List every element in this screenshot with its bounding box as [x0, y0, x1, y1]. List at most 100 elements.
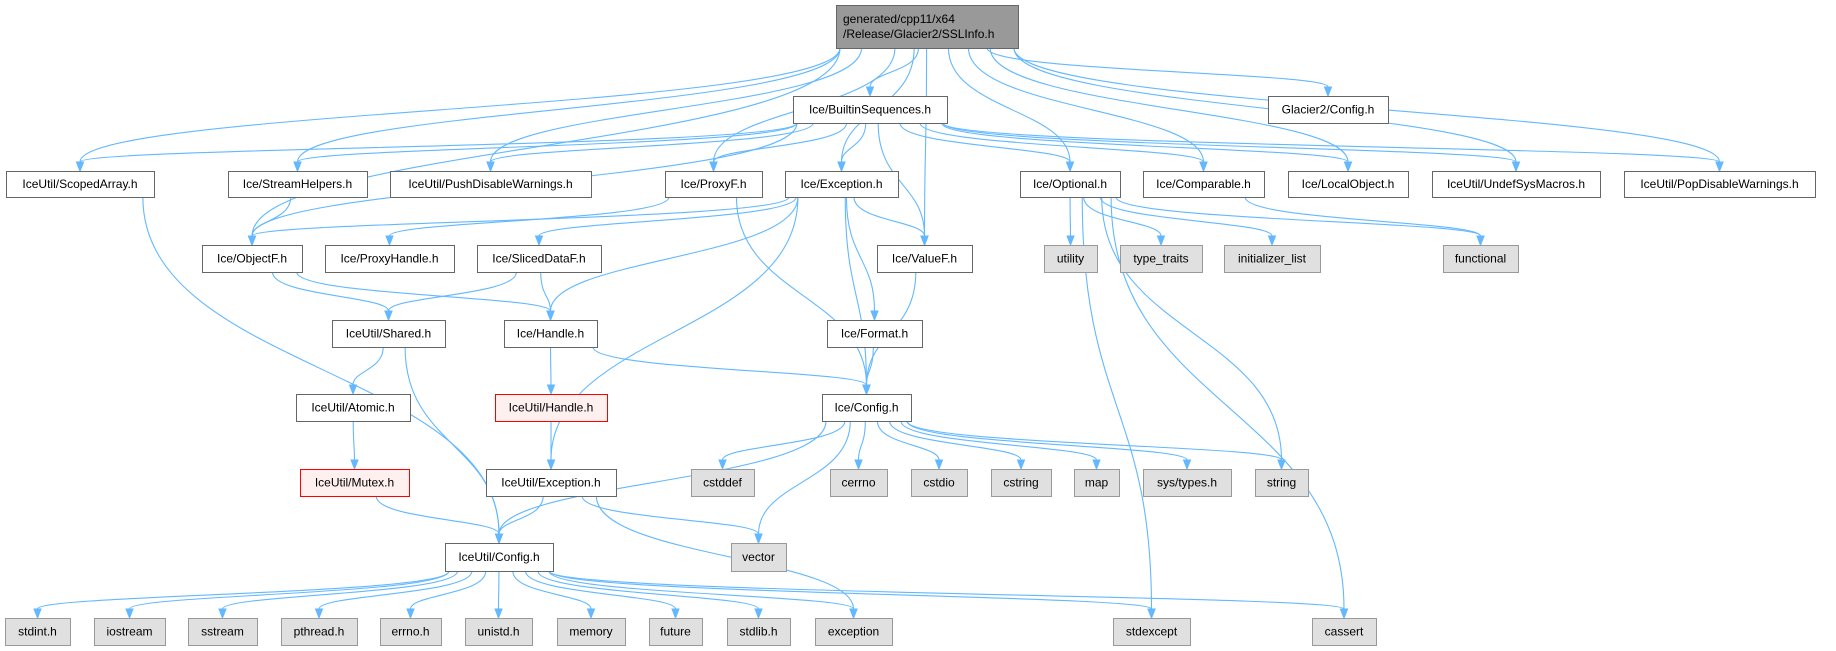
- node-undefsys[interactable]: IceUtil/UndefSysMacros.h: [1432, 171, 1601, 198]
- arrowhead-icon: [1343, 161, 1353, 173]
- node-cstring: cstring: [991, 469, 1052, 497]
- node-label: IceUtil/Shared.h: [346, 327, 431, 341]
- edge-line: [721, 420, 846, 461]
- node-popdisable[interactable]: IceUtil/PopDisableWarnings.h: [1624, 171, 1816, 198]
- node-localobject[interactable]: Ice/LocalObject.h: [1288, 171, 1409, 198]
- edge-line: [271, 271, 390, 312]
- node-exception_ice[interactable]: Ice/Exception.h: [785, 171, 899, 198]
- edge-line: [942, 122, 1517, 163]
- node-label: Ice/ProxyHandle.h: [340, 252, 438, 266]
- node-pushdisable[interactable]: IceUtil/PushDisableWarnings.h: [390, 171, 592, 198]
- arrowhead-icon: [718, 459, 727, 471]
- arrowhead-icon: [546, 310, 555, 322]
- edge-line: [735, 196, 868, 386]
- edge-line: [889, 420, 1022, 461]
- edge-atomic-to-mutex: [350, 420, 359, 471]
- node-label: future: [660, 625, 691, 639]
- node-box: [1143, 171, 1265, 198]
- arrowhead-icon: [75, 161, 85, 173]
- edge-line: [592, 346, 868, 386]
- edge-line: [489, 122, 814, 163]
- node-glacierconfig[interactable]: Glacier2/Config.h: [1268, 96, 1389, 124]
- node-utility: utility: [1044, 245, 1098, 273]
- node-box: [1288, 171, 1409, 198]
- edge-builtin-to-localobject: [941, 122, 1353, 173]
- edge-shared-to-atomic: [348, 346, 384, 396]
- edge-sliceddataf-to-shared: [384, 271, 517, 322]
- edge-builtin-to-popdisable: [942, 122, 1724, 173]
- edge-line: [844, 196, 868, 386]
- node-stdexcept: stdexcept: [1113, 618, 1191, 646]
- node-iostream: iostream: [94, 618, 166, 646]
- node-memory: memory: [557, 618, 626, 646]
- node-format[interactable]: Ice/Format.h: [827, 320, 923, 348]
- node-errno: errno.h: [380, 618, 442, 646]
- arrowhead-icon: [486, 161, 495, 173]
- node-label: pthread.h: [294, 625, 345, 639]
- node-config_ice[interactable]: Ice/Config.h: [822, 394, 912, 422]
- node-box: [94, 618, 166, 646]
- node-mutex[interactable]: IceUtil/Mutex.h: [300, 469, 410, 497]
- node-box: [1443, 245, 1519, 273]
- node-handle_util[interactable]: IceUtil/Handle.h: [495, 394, 608, 422]
- node-proxyf[interactable]: Ice/ProxyF.h: [665, 171, 763, 198]
- edge-line: [498, 420, 827, 535]
- node-config_util[interactable]: IceUtil/Config.h: [445, 543, 554, 572]
- edge-config_ice-to-cerrno: [854, 420, 866, 471]
- edge-line: [869, 47, 919, 88]
- node-builtin[interactable]: Ice/BuiltinSequences.h: [793, 96, 948, 124]
- node-root[interactable]: generated/cpp11/x64/Release/Glacier2/SSL…: [836, 5, 1019, 49]
- edge-line: [352, 420, 356, 461]
- edge-line: [900, 420, 1098, 461]
- edge-root-to-glacierconfig: [986, 47, 1333, 98]
- edge-line: [548, 570, 855, 610]
- arrowhead-icon: [534, 235, 544, 247]
- node-label: Ice/ProxyF.h: [680, 177, 746, 191]
- edge-builtin-to-pushdisable: [486, 122, 814, 173]
- arrowhead-icon: [1511, 161, 1521, 173]
- node-label: Ice/Optional.h: [1033, 177, 1107, 191]
- edge-line: [865, 346, 874, 386]
- edge-line: [548, 570, 1345, 610]
- edge-config_ice-to-map: [900, 420, 1101, 471]
- node-label: stdint.h: [18, 625, 57, 639]
- arrowhead-icon: [1323, 86, 1333, 98]
- node-comparable[interactable]: Ice/Comparable.h: [1143, 171, 1265, 198]
- node-box: [281, 618, 358, 646]
- node-box: [380, 618, 442, 646]
- node-label: map: [1085, 476, 1109, 490]
- arrowhead-icon: [671, 608, 680, 620]
- node-box: [332, 320, 446, 348]
- node-shared[interactable]: IceUtil/Shared.h: [332, 320, 446, 348]
- arrowhead-icon: [314, 608, 324, 620]
- node-label: errno.h: [391, 625, 429, 639]
- edge-config_util-to-pthread: [314, 570, 473, 620]
- arrowhead-icon: [546, 459, 556, 471]
- node-scopedarray[interactable]: IceUtil/ScopedArray.h: [6, 171, 155, 198]
- node-sliceddataf[interactable]: Ice/SlicedDataF.h: [477, 245, 602, 273]
- node-handle_ice[interactable]: Ice/Handle.h: [504, 320, 598, 348]
- edge-root-to-builtin: [865, 47, 919, 98]
- node-objectf[interactable]: Ice/ObjectF.h: [202, 245, 303, 273]
- edge-line: [36, 570, 450, 610]
- arrowhead-icon: [1182, 459, 1192, 471]
- arrowhead-icon: [1715, 161, 1724, 173]
- arrowhead-icon: [348, 384, 358, 396]
- edge-line: [489, 47, 863, 163]
- node-optional[interactable]: Ice/Optional.h: [1020, 171, 1121, 198]
- node-label: Ice/SlicedDataF.h: [492, 252, 585, 266]
- arrowhead-icon: [247, 235, 257, 247]
- edge-exception_util-to-config_util: [494, 495, 544, 545]
- arrowhead-icon: [494, 533, 504, 545]
- node-valuef[interactable]: Ice/ValueF.h: [877, 245, 973, 273]
- node-atomic[interactable]: IceUtil/Atomic.h: [296, 394, 411, 422]
- node-streamhelpers[interactable]: Ice/StreamHelpers.h: [228, 171, 368, 198]
- edge-line: [1110, 196, 1345, 610]
- node-proxyhandle[interactable]: Ice/ProxyHandle.h: [325, 245, 455, 273]
- node-label: stdlib.h: [739, 625, 777, 639]
- edge-optional-to-initializer_list: [1099, 196, 1277, 247]
- arrowhead-icon: [1156, 235, 1166, 247]
- node-exception_util[interactable]: IceUtil/Exception.h: [486, 469, 617, 497]
- edge-config_util-to-exception_std: [548, 570, 858, 620]
